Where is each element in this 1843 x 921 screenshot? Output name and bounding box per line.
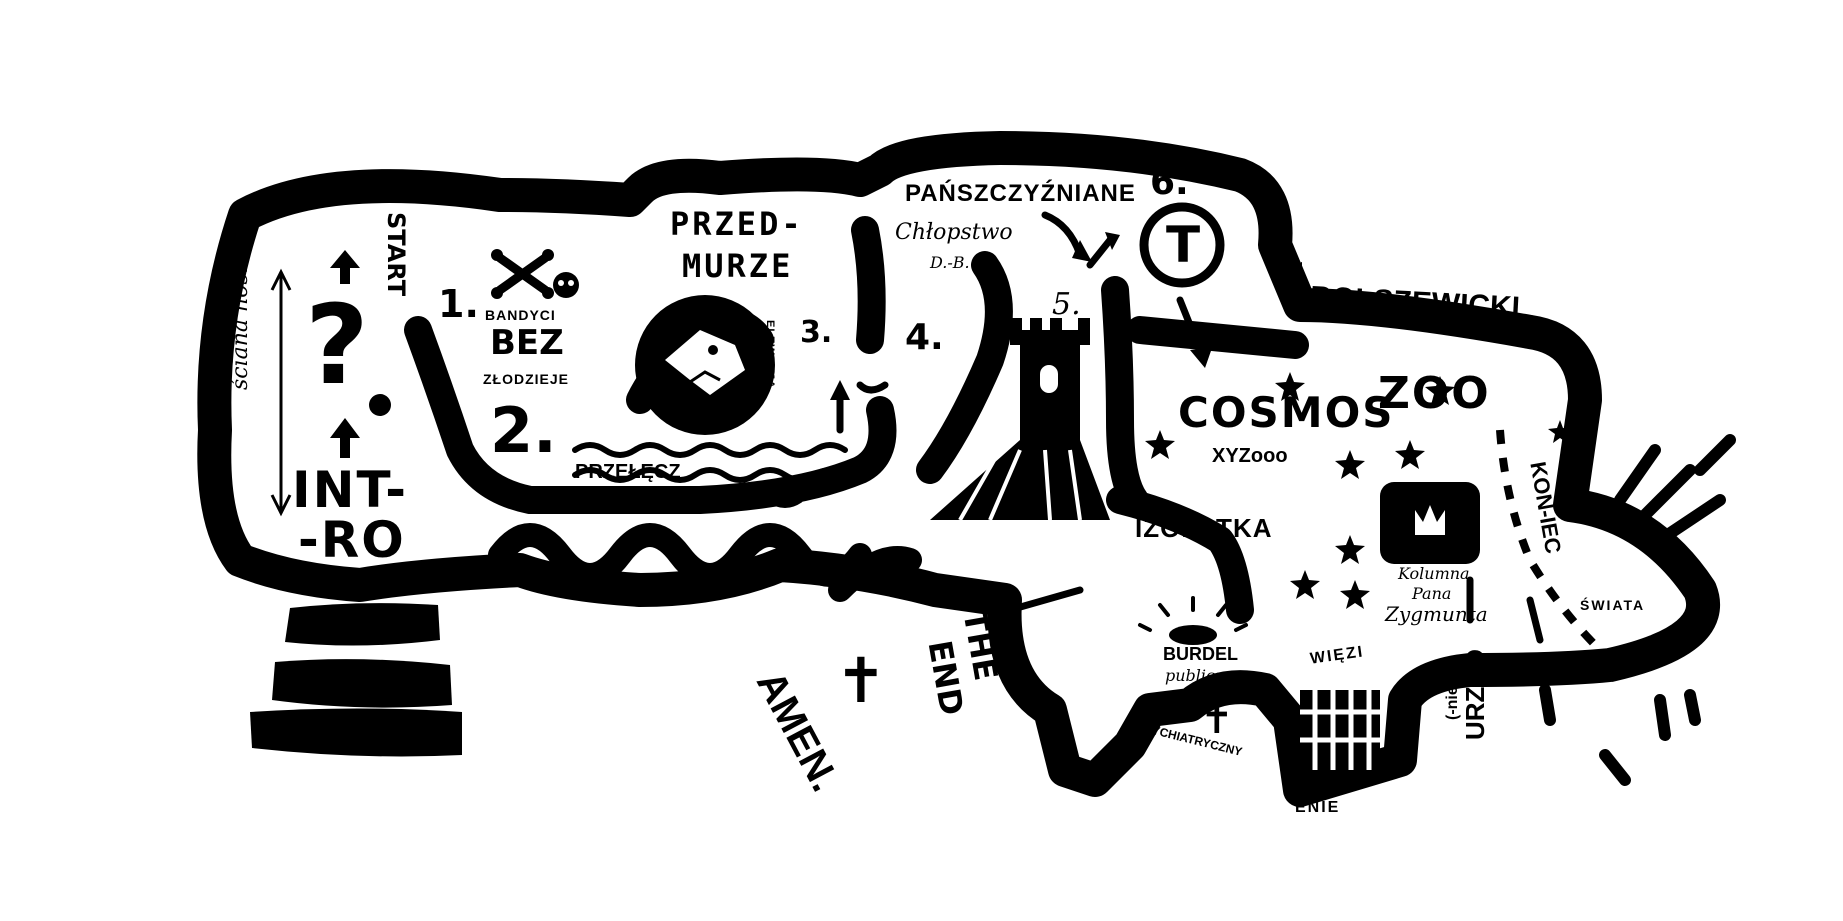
- outer-wall: [197, 131, 1720, 807]
- label-przelecz: PRZEŁĘCZ: [575, 461, 681, 483]
- label-zoo: ZOO: [1378, 368, 1491, 419]
- water-waves: [557, 442, 848, 508]
- label-stage-5: 5.: [1052, 287, 1081, 322]
- label-kolumna-2: Pana: [1412, 584, 1452, 603]
- star-icon: [1145, 372, 1572, 609]
- label-stage-4: 4.: [905, 317, 944, 358]
- label-elewacja: ELEWACJA: [764, 320, 776, 390]
- label-bandyci: BANDYCI: [485, 307, 556, 323]
- burdel-sign: [1138, 596, 1248, 645]
- arrow-heads: [830, 232, 1212, 623]
- crossed-bones-icon: [491, 249, 554, 299]
- label-publiczny: publiczny: [1165, 666, 1243, 685]
- label-nie: (-nie): [1444, 680, 1461, 720]
- dragon-head-icon: [635, 295, 775, 435]
- tower-icon: [930, 318, 1110, 521]
- crown-icon: [1415, 505, 1445, 535]
- label-izolatka: IZOLATKA: [1135, 513, 1273, 543]
- label-burdel: BURDEL: [1163, 644, 1238, 664]
- label-urzad: URZĄD: [1460, 649, 1490, 740]
- column-square: [1380, 482, 1480, 564]
- room-intro: [270, 250, 391, 517]
- label-cross-end: ✝: [835, 644, 887, 717]
- label-cross-psych: ✝: [1200, 697, 1234, 743]
- tram-badge-letter: T: [1166, 216, 1201, 274]
- brush-bars: [250, 603, 462, 757]
- label-xyz: XYZooo: [1212, 445, 1288, 467]
- arrow-up-icon: [330, 250, 360, 284]
- label-intro-1: INT-: [292, 461, 408, 519]
- label-tram: TRAM: [1292, 262, 1303, 291]
- label-sciana-nosna: ściana nośna: [228, 245, 253, 390]
- label-chlopstwo: Chłopstwo: [895, 220, 1013, 245]
- label-cosmos: COSMOS: [1178, 388, 1395, 437]
- label-kolumna-3: Zygmunta: [1385, 602, 1488, 626]
- label-przedmurze-2: MURZE: [682, 247, 794, 285]
- label-panszczyzniane: PAŃSZCZYŹNIANE: [905, 180, 1136, 207]
- skull-icon: [553, 272, 579, 298]
- label-db: D.-B.: [930, 253, 970, 272]
- label-zlodzieje: ZŁODZIEJE: [483, 371, 570, 387]
- label-topielcow: TOPielców: [640, 485, 769, 510]
- label-stage-3: 3.: [800, 315, 833, 350]
- label-stage-1: 1.: [438, 282, 479, 326]
- label-bez: BEZ: [490, 323, 564, 363]
- label-stage-2: 2.: [490, 394, 557, 467]
- label-swiata: ŚWIATA: [1580, 597, 1646, 613]
- river-squiggle: [488, 523, 922, 602]
- prison-icon: [1300, 690, 1380, 770]
- label-question-mark: ?: [305, 281, 369, 409]
- label-stage-6: 6.: [1150, 162, 1189, 203]
- label-intro-2: -RO: [298, 511, 406, 569]
- tram-sign-icon: [1139, 202, 1225, 288]
- label-przedmurze-1: PRZED-: [670, 205, 804, 243]
- label-kolumna-1: Kolumna: [1398, 564, 1470, 583]
- splash-marks: [1539, 434, 1736, 786]
- label-start: START: [382, 212, 410, 297]
- arrow-up-icon: [330, 418, 360, 458]
- label-enie: ENIE: [1295, 799, 1341, 816]
- koniec-dashed-path: [1496, 429, 1603, 653]
